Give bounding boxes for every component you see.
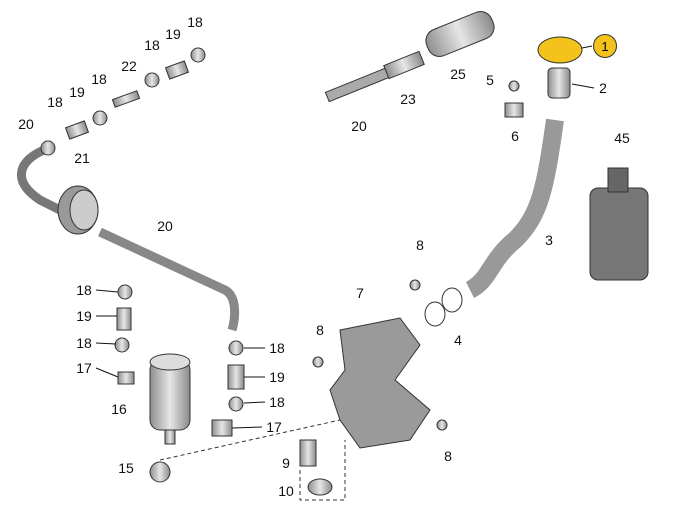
callout-18: 18 bbox=[187, 14, 203, 30]
filler-tube-3 bbox=[465, 118, 564, 299]
callout-19: 19 bbox=[269, 369, 285, 385]
callout-23: 23 bbox=[400, 91, 416, 107]
callout-25: 25 bbox=[450, 66, 466, 82]
callout-8: 8 bbox=[444, 448, 452, 464]
bolt-8c bbox=[436, 419, 448, 431]
callout-19: 19 bbox=[165, 26, 181, 42]
callout-22: 22 bbox=[121, 58, 137, 74]
callout-6: 6 bbox=[511, 128, 519, 144]
callout-4: 4 bbox=[454, 332, 462, 348]
sleeve-19 bbox=[164, 60, 190, 80]
callout-15: 15 bbox=[118, 460, 134, 476]
callout-17: 17 bbox=[76, 360, 92, 376]
connector-22 bbox=[111, 90, 141, 108]
cap-1 bbox=[537, 36, 583, 64]
bracket-6 bbox=[504, 102, 524, 118]
hose-25 bbox=[425, 11, 495, 57]
callout-19: 19 bbox=[69, 84, 85, 100]
callout-8: 8 bbox=[416, 237, 424, 253]
bolt-8b bbox=[312, 356, 324, 368]
callout-19: 19 bbox=[76, 308, 92, 324]
bolt-8a bbox=[409, 279, 421, 291]
callout-45: 45 bbox=[614, 130, 630, 146]
callout-10: 10 bbox=[278, 483, 294, 499]
callout-18: 18 bbox=[47, 94, 63, 110]
callout-18: 18 bbox=[269, 340, 285, 356]
callout-7: 7 bbox=[356, 285, 364, 301]
pipe-20 bbox=[324, 67, 391, 103]
callout-16: 16 bbox=[111, 401, 127, 417]
screw-5 bbox=[508, 80, 520, 92]
callout-18: 18 bbox=[76, 335, 92, 351]
callout-1-highlighted: 1 bbox=[593, 34, 617, 58]
neck-2 bbox=[547, 67, 571, 99]
connector-17 bbox=[211, 419, 233, 437]
grommet-15 bbox=[149, 461, 171, 483]
callout-20: 20 bbox=[351, 118, 367, 134]
hose-20-long bbox=[98, 227, 240, 332]
callout-3: 3 bbox=[545, 232, 553, 248]
callout-5: 5 bbox=[486, 72, 494, 88]
callout-2: 2 bbox=[599, 80, 607, 96]
fitting-23 bbox=[383, 50, 425, 80]
grommet-10 bbox=[307, 478, 333, 496]
fluid-bottle-45 bbox=[589, 187, 649, 281]
callout-20: 20 bbox=[157, 218, 173, 234]
callout-18: 18 bbox=[269, 394, 285, 410]
callout-18: 18 bbox=[76, 282, 92, 298]
hose-20-left bbox=[17, 145, 63, 215]
callout-8: 8 bbox=[316, 322, 324, 338]
callout-18: 18 bbox=[144, 37, 160, 53]
callout-9: 9 bbox=[282, 455, 290, 471]
callout-21: 21 bbox=[74, 150, 90, 166]
level-sensor-9 bbox=[299, 439, 317, 467]
sleeve-19b bbox=[64, 120, 90, 140]
callout-20: 20 bbox=[18, 116, 34, 132]
callout-18: 18 bbox=[91, 71, 107, 87]
reservoir-7 bbox=[329, 317, 431, 449]
callout-17: 17 bbox=[266, 419, 282, 435]
